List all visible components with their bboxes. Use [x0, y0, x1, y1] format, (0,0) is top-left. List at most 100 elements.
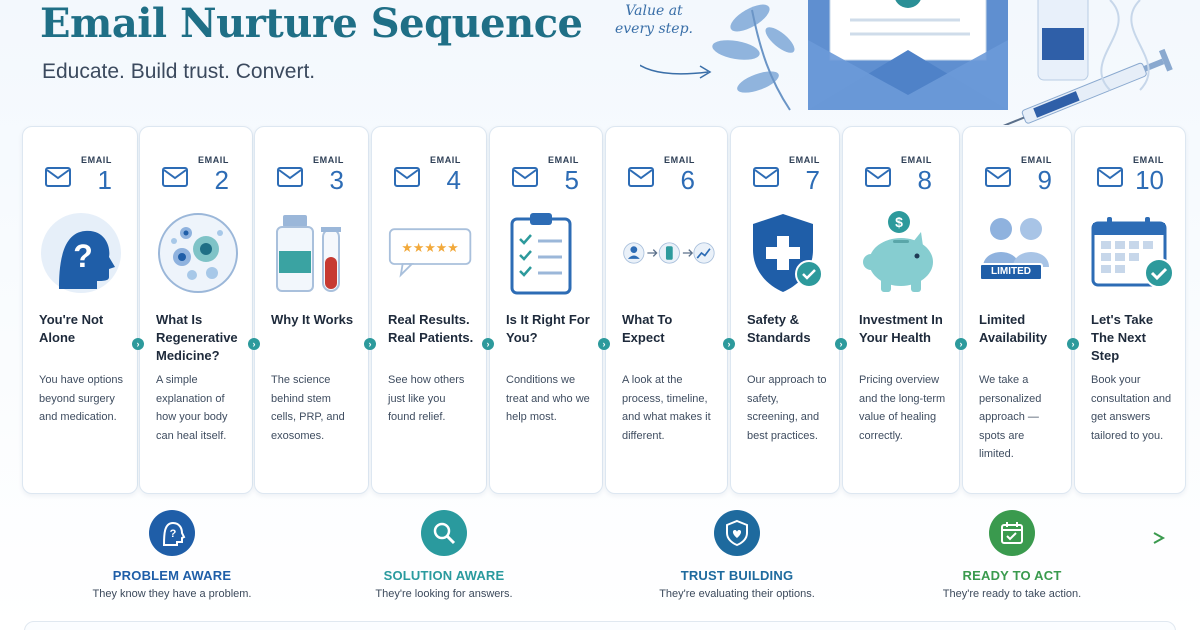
- shield-check-icon: [753, 214, 823, 292]
- limited-people-icon: LIMITED: [979, 213, 1055, 293]
- footer-panel: [24, 621, 1176, 630]
- chevron-right-icon: ›: [723, 338, 735, 350]
- card-title: Limited Availability: [979, 312, 1048, 345]
- email-number: 4: [446, 165, 461, 195]
- envelope-icon: [628, 167, 654, 187]
- card-title: Is It Right For You?: [506, 312, 590, 345]
- svg-text:?: ?: [170, 528, 177, 540]
- envelope-icon: [753, 167, 779, 187]
- stage-solution-aware: SOLUTION AWARE They're looking for answe…: [324, 500, 564, 600]
- card-description: Pricing overview and the long-term value…: [859, 374, 946, 442]
- card-title: You're Not Alone: [39, 312, 104, 345]
- stage-description: They're ready to take action.: [942, 588, 1082, 600]
- calendar-check-icon: [989, 510, 1035, 556]
- svg-text:★★★★★: ★★★★★: [401, 241, 458, 256]
- process-flow-icon: [623, 242, 715, 264]
- stage-label: TRUST BUILDING: [680, 568, 794, 583]
- email-label: EMAIL: [664, 155, 695, 165]
- card-title: Let's Take The Next Step: [1091, 312, 1154, 363]
- page-title: Email Nurture Sequence: [40, 0, 583, 47]
- five-star-review-icon: ★★★★★: [388, 228, 472, 278]
- email-number: 2: [214, 165, 229, 195]
- tagline-annotation: Value at every step.: [614, 3, 694, 37]
- card-description: We take a personalized approach — spots …: [979, 374, 1042, 460]
- chevron-right-icon: ›: [482, 338, 494, 350]
- email-label: EMAIL: [548, 155, 579, 165]
- chevron-right-icon: ›: [835, 338, 847, 350]
- email-number: 5: [564, 165, 579, 195]
- head-question-icon: ?: [149, 510, 195, 556]
- email-number: 3: [329, 165, 344, 195]
- people-icon: [983, 218, 1049, 267]
- card-description: Book your consultation and get answers t…: [1091, 374, 1172, 442]
- calendar-check-icon: [1091, 217, 1173, 288]
- envelope-icon: [985, 167, 1011, 187]
- hero-envelope-illustration: [640, 0, 1173, 125]
- timeline-line: [28, 532, 1166, 544]
- stage-label: SOLUTION AWARE: [383, 568, 505, 583]
- email-number: 1: [97, 165, 112, 195]
- card-description: A look at the process, timeline, and wha…: [622, 374, 711, 442]
- card-title: Why It Works: [271, 312, 354, 327]
- chevron-right-icon: ›: [364, 338, 376, 350]
- email-number: 7: [805, 165, 820, 195]
- envelope-icon: [394, 167, 420, 187]
- email-number: 8: [917, 165, 932, 195]
- email-number: 6: [680, 165, 695, 195]
- vial-and-tube-icon: [276, 215, 341, 292]
- envelope-icon: [865, 167, 891, 187]
- stage-label: READY TO ACT: [962, 568, 1062, 583]
- card-description: The science behind stem cells, PRP, and …: [271, 374, 345, 442]
- card-description: See how others just like you found relie…: [388, 374, 465, 423]
- stage-problem-aware: ? PROBLEM AWARE They know they have a pr…: [52, 500, 292, 600]
- chevron-right-icon: ›: [248, 338, 260, 350]
- svg-text:$: $: [895, 214, 903, 230]
- page-subtitle: Educate. Build trust. Convert.: [42, 60, 316, 83]
- stage-description: They're evaluating their options.: [659, 588, 815, 600]
- email-number: 9: [1037, 165, 1052, 195]
- email-label: EMAIL: [430, 155, 461, 165]
- stage-label: PROBLEM AWARE: [112, 568, 232, 583]
- magnifier-icon: [421, 510, 467, 556]
- stage-description: They're looking for answers.: [375, 588, 513, 600]
- card-title: What Is Regenerative Medicine?: [156, 312, 238, 363]
- card-description: A simple explanation of how your body ca…: [156, 374, 228, 442]
- email-label: EMAIL: [313, 155, 344, 165]
- envelope-icon: [45, 167, 71, 187]
- email-label: EMAIL: [81, 155, 112, 165]
- envelope-icon: [162, 167, 188, 187]
- shield-heart-icon: [714, 510, 760, 556]
- card-description: You have options beyond surgery and medi…: [39, 374, 123, 423]
- card-title: Real Results. Real Patients.: [388, 312, 474, 345]
- envelope-icon: [512, 167, 538, 187]
- email-label: EMAIL: [901, 155, 932, 165]
- envelope-icon: [277, 167, 303, 187]
- card-title: What To Expect: [622, 312, 673, 345]
- head-question-icon: ?: [41, 213, 121, 293]
- email-label: EMAIL: [1133, 155, 1164, 165]
- email-label: EMAIL: [789, 155, 820, 165]
- checklist-clipboard-icon: [510, 213, 572, 295]
- card-description: Our approach to safety, screening, and b…: [747, 374, 827, 442]
- chevron-right-icon: ›: [1067, 338, 1079, 350]
- envelope-icon: [1097, 167, 1123, 187]
- stage-description: They know they have a problem.: [92, 588, 252, 600]
- chevron-right-icon: ›: [132, 338, 144, 350]
- card-title: Safety & Standards: [747, 312, 811, 345]
- email-number: 10: [1135, 165, 1164, 195]
- chevron-right-icon: ›: [598, 338, 610, 350]
- card-title: Investment In Your Health: [859, 312, 943, 345]
- svg-text:?: ?: [73, 238, 93, 274]
- email-label: EMAIL: [1021, 155, 1052, 165]
